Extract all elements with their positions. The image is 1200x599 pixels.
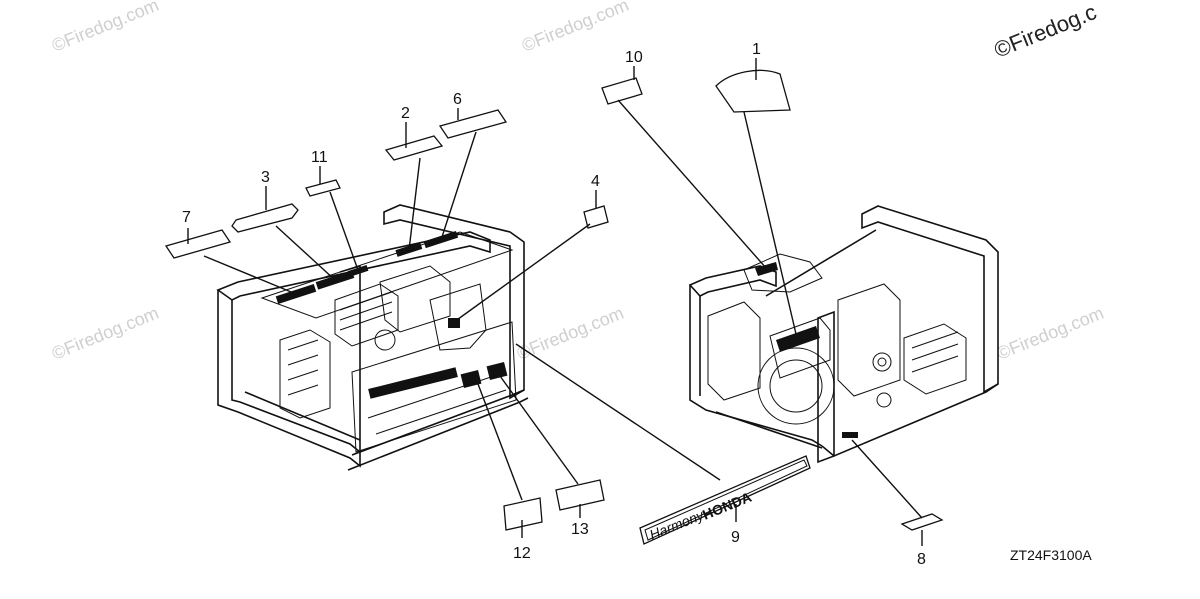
- callout-11: 11: [311, 149, 328, 166]
- label-10-placed: [755, 262, 778, 276]
- callout-10: 10: [625, 49, 643, 66]
- callout-4: 4: [591, 173, 600, 190]
- decal-3: [231, 203, 299, 233]
- watermark: ©Firedog.com: [519, 0, 632, 56]
- callout-12: 12: [513, 545, 531, 562]
- decal-12: [503, 497, 543, 531]
- callout-7: 7: [182, 209, 191, 226]
- watermarks: ©Firedog.com ©Firedog.com ©Firedog.com ©…: [49, 0, 1107, 364]
- generator-left: [216, 204, 529, 471]
- callout-6: 6: [453, 91, 462, 108]
- drawing-code: ZT24F3100A: [1010, 547, 1092, 563]
- label-4-placed: [448, 318, 460, 328]
- callout-1: 1: [752, 41, 761, 58]
- decal-8: [900, 513, 944, 531]
- decal-4: [583, 205, 609, 229]
- label-9-placed: [368, 367, 458, 399]
- decal-10: [601, 77, 643, 105]
- callout-3: 3: [261, 169, 270, 186]
- decal-9-emblem: Harmony HONDA: [639, 455, 811, 545]
- decal-11: [305, 179, 341, 197]
- generator-right: [688, 205, 999, 464]
- watermark-corner: ©Firedog.c: [991, 0, 1100, 63]
- watermark: ©Firedog.com: [49, 0, 162, 56]
- watermark: ©Firedog.com: [49, 303, 162, 364]
- callout-2: 2: [401, 105, 410, 122]
- decal-6: [438, 109, 508, 139]
- loose-decals: Harmony HONDA: [164, 69, 944, 545]
- decal-2: [384, 135, 444, 161]
- callout-numbers: 7 3 11 2 6 4 10 1 12 13 9 8: [182, 41, 926, 568]
- decal-1: [715, 69, 791, 113]
- label-1-placed: [776, 326, 820, 352]
- decal-7: [164, 229, 232, 259]
- label-13-placed: [486, 362, 508, 380]
- callout-13: 13: [571, 521, 589, 538]
- label-11-placed: [347, 265, 369, 277]
- callout-8: 8: [917, 551, 926, 568]
- label-12-placed: [460, 370, 482, 388]
- watermark: ©Firedog.com: [994, 303, 1107, 364]
- decal-13: [555, 479, 605, 511]
- callout-9: 9: [731, 529, 740, 546]
- leader-lines: [187, 58, 923, 546]
- label-8-placed: [842, 432, 858, 438]
